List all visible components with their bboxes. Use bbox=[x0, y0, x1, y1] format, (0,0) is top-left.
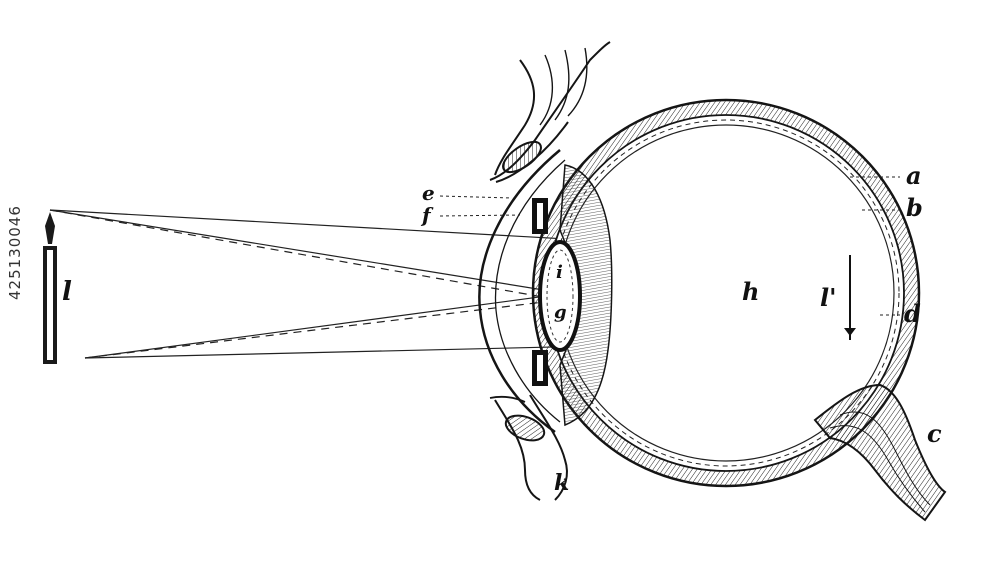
iris bbox=[532, 198, 548, 386]
label-i: i bbox=[556, 262, 563, 283]
leader-lines bbox=[439, 176, 900, 316]
optic-nerve bbox=[813, 383, 947, 522]
upper-eyelid bbox=[489, 41, 611, 183]
label-d: d bbox=[904, 299, 921, 328]
label-g: g bbox=[554, 302, 567, 323]
label-l-object: l bbox=[62, 277, 72, 307]
label-l-image: l' bbox=[820, 283, 836, 312]
stock-id: 425130046 bbox=[6, 205, 24, 300]
label-c: c bbox=[927, 419, 942, 448]
diagram-labels: l e f i g h l' a b d c k bbox=[62, 161, 942, 496]
lens bbox=[538, 240, 582, 352]
cornea bbox=[478, 149, 566, 434]
label-e: e bbox=[422, 181, 435, 205]
eyeball bbox=[531, 98, 921, 488]
ciliary-body bbox=[559, 164, 613, 427]
retinal-image bbox=[844, 255, 856, 340]
label-h: h bbox=[742, 277, 759, 306]
label-a: a bbox=[906, 161, 922, 190]
label-k: k bbox=[554, 470, 569, 496]
object-candle bbox=[43, 212, 57, 364]
label-b: b bbox=[906, 193, 923, 222]
label-f: f bbox=[420, 203, 434, 227]
